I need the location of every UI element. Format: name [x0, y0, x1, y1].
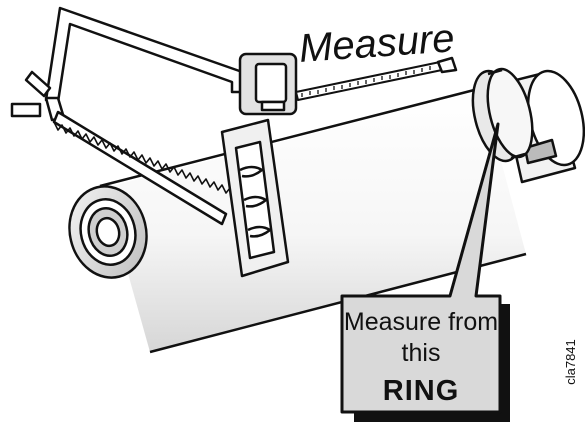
pipe-icon [68, 69, 585, 354]
measure-label: Measure [298, 16, 456, 71]
figure-id: cla7841 [563, 339, 578, 385]
hacksaw-icon [10, 6, 290, 278]
callout-box: Measure from this RING [340, 122, 510, 422]
callout-line-2: this [402, 339, 441, 367]
ring-icon [471, 67, 534, 163]
callout-line-1: Measure from [344, 308, 498, 336]
tape-measure-icon [238, 52, 458, 116]
callout-line-3: RING [383, 375, 460, 407]
